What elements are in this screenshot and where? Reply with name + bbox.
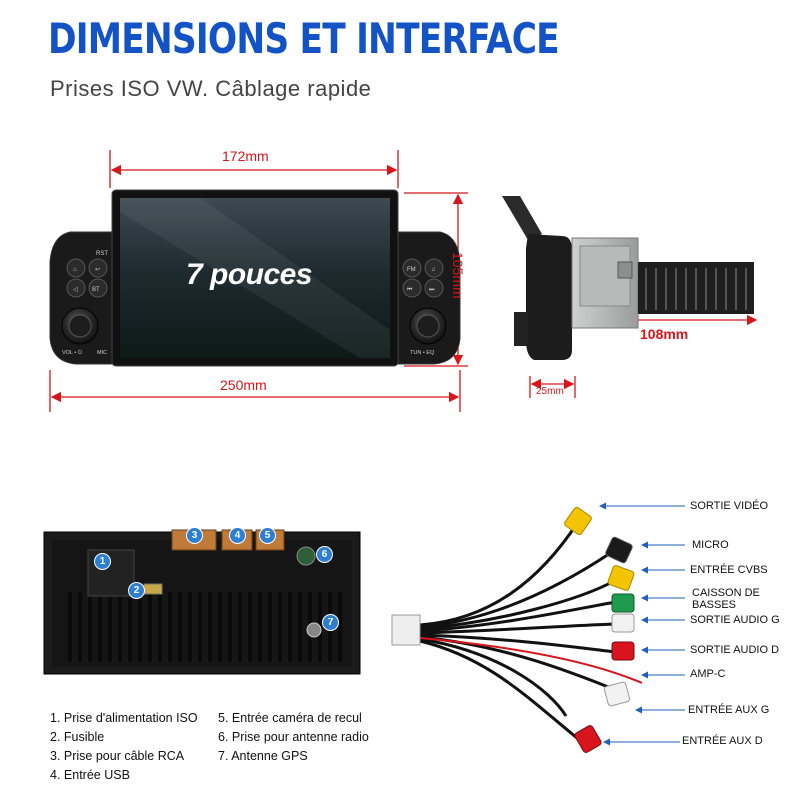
legend-item-6: 6. Prise pour antenne radio	[218, 730, 369, 744]
label-audio-left-out: SORTIE AUDIO G	[690, 614, 780, 626]
label-subwoofer-2: BASSES	[692, 599, 737, 611]
fm-label: FM	[407, 267, 416, 273]
label-amp-c: AMP-C	[690, 668, 726, 680]
mic-label: MIC	[97, 350, 107, 356]
port-badge-5: 5	[259, 527, 276, 544]
next-icon: ⏭	[429, 287, 435, 293]
port-badge-7: 7	[322, 614, 339, 631]
legend-col-1: 1. Prise d'alimentation ISO 2. Fusible 3…	[50, 711, 198, 782]
vol-label: VOL • ⏻	[62, 349, 83, 356]
plug-micro	[605, 536, 633, 564]
legend-item-5: 5. Entrée caméra de recul	[218, 711, 362, 725]
dim-front-depth: 25mm	[536, 386, 564, 397]
port-badge-2: 2	[128, 582, 145, 599]
legend-item-4: 4. Entrée USB	[50, 768, 130, 782]
legend-item-3: 3. Prise pour câble RCA	[50, 749, 185, 763]
port-badge-1: 1	[94, 553, 111, 570]
label-micro: MICRO	[692, 539, 729, 551]
home-icon: ⌂	[73, 267, 77, 273]
prev-button	[402, 278, 422, 298]
plug-subwoofer	[611, 593, 635, 613]
dim-depth: 108mm	[640, 326, 689, 342]
harness-connector	[391, 614, 421, 646]
side-view-diagram	[502, 196, 754, 360]
legend-item-7: 7. Antenne GPS	[218, 749, 308, 763]
plug-aux-right-in	[574, 725, 602, 753]
screen-size-label: 7 pouces	[186, 258, 313, 291]
label-audio-right-out: SORTIE AUDIO D	[690, 644, 780, 656]
front-view-diagram: ⌂ ↩ ◁ BT RST FM ♫ ⏮ ⏭ VOL • ⏻ MIC TUN • …	[49, 150, 758, 412]
radio-antenna-socket	[296, 546, 316, 566]
port-badge-4: 4	[229, 527, 246, 544]
legend-item-1: 1. Prise d'alimentation ISO	[50, 711, 198, 725]
label-aux-right-in: ENTRÉE AUX D	[682, 735, 763, 747]
plug-audio-right-out	[611, 641, 635, 661]
port-badge-3: 3	[186, 527, 203, 544]
fm-button	[402, 258, 422, 278]
plug-audio-left-out	[611, 613, 635, 633]
dimension-lines	[49, 150, 758, 412]
music-icon: ♫	[431, 267, 436, 273]
navigation-icon: ◁	[73, 287, 78, 293]
bt-label: BT	[92, 287, 100, 293]
back-icon: ↩	[95, 267, 100, 273]
back-button	[88, 258, 108, 278]
tun-label: TUN • EQ	[410, 350, 435, 356]
plug-video-out	[564, 506, 592, 536]
gps-antenna-socket	[306, 622, 322, 638]
fuse	[143, 583, 163, 595]
legend-item-2: 2. Fusible	[50, 730, 105, 744]
prev-icon: ⏮	[407, 287, 413, 293]
page-subtitle: Prises ISO VW. Câblage rapide	[50, 76, 372, 101]
rst-label: RST	[96, 251, 108, 257]
label-video-out: SORTIE VIDÉO	[690, 500, 769, 512]
music-button	[424, 258, 444, 278]
port-badge-6: 6	[316, 546, 333, 563]
next-button	[424, 278, 444, 298]
dim-total-width: 250mm	[220, 377, 267, 393]
plug-aux-left-in	[603, 681, 631, 707]
dim-screen-width: 172mm	[222, 148, 269, 164]
page-title: DIMENSIONS ET INTERFACE	[48, 14, 560, 63]
screen-display	[120, 198, 390, 358]
label-aux-left-in: ENTRÉE AUX G	[688, 704, 770, 716]
label-subwoofer-1: CAISSON DE	[692, 587, 760, 599]
dim-height: 105mm	[450, 252, 466, 299]
home-button	[66, 258, 86, 278]
plug-cvbs-in	[607, 565, 635, 591]
nav-button	[66, 278, 86, 298]
bt-button	[88, 278, 108, 298]
label-cvbs-in: ENTRÉE CVBS	[690, 564, 768, 576]
legend-col-2: 5. Entrée caméra de recul 6. Prise pour …	[218, 711, 369, 763]
cable-harness-diagram	[391, 502, 685, 753]
